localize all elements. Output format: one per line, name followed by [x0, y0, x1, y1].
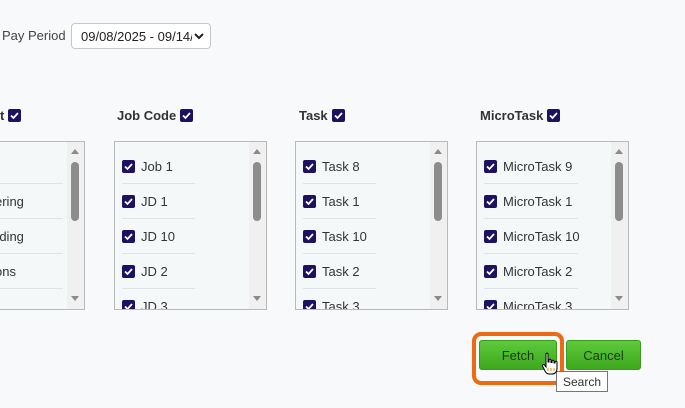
select-all-checkbox[interactable] [547, 109, 561, 122]
scrollbar-thumb[interactable] [615, 162, 623, 221]
scrollbar[interactable] [430, 142, 447, 309]
scrollbar-thumb[interactable] [71, 162, 79, 221]
item-checkbox[interactable] [484, 194, 497, 208]
chevron-down-icon [192, 27, 206, 45]
item-checkbox[interactable] [122, 159, 135, 173]
scrollbar[interactable] [249, 142, 266, 309]
list-item[interactable]: JD 3 [122, 289, 195, 309]
listbox-microtask[interactable]: MicroTask 9 MicroTask 1 MicroTask 10 Mic… [476, 141, 629, 310]
list-item[interactable]: Job 1 [122, 149, 195, 184]
group-title-0: t [0, 108, 22, 123]
group-title-label: MicroTask [480, 108, 544, 123]
cancel-button[interactable]: Cancel [566, 340, 641, 370]
scroll-down-arrow-icon[interactable] [615, 296, 623, 301]
item-checkbox[interactable] [303, 194, 316, 208]
item-checkbox[interactable] [122, 299, 135, 309]
select-all-checkbox[interactable] [8, 109, 22, 122]
pay-period-value: 09/08/2025 - 09/14/ [81, 29, 194, 44]
scroll-down-arrow-icon[interactable] [434, 296, 442, 301]
list-item[interactable]: JD 2 [122, 254, 195, 289]
scroll-up-arrow-icon[interactable] [434, 149, 442, 154]
list-item[interactable]: MicroTask 3 [484, 289, 578, 309]
pay-period-select[interactable]: 09/08/2025 - 09/14/ [71, 23, 211, 49]
fetch-highlight-box [472, 332, 564, 385]
scroll-down-arrow-icon[interactable] [253, 296, 261, 301]
group-title-job-code: Job Code [117, 108, 194, 123]
item-checkbox[interactable] [484, 229, 497, 243]
scrollbar-thumb[interactable] [253, 162, 261, 221]
list-item[interactable]: MicroTask 1 [484, 184, 578, 219]
listbox-0[interactable]: t ering rding ons [0, 141, 85, 310]
list-item[interactable]: Task 8 [303, 149, 376, 184]
item-checkbox[interactable] [303, 264, 316, 278]
list-item[interactable]: Task 3 [303, 289, 376, 309]
item-checkbox[interactable] [484, 264, 497, 278]
scroll-up-arrow-icon[interactable] [615, 149, 623, 154]
item-checkbox[interactable] [122, 229, 135, 243]
list-item[interactable]: MicroTask 9 [484, 149, 578, 184]
list-item[interactable]: ons [0, 254, 63, 289]
select-all-checkbox[interactable] [331, 109, 345, 122]
list-item[interactable]: MicroTask 10 [484, 219, 580, 254]
select-all-checkbox[interactable] [180, 109, 194, 122]
item-checkbox[interactable] [484, 159, 497, 173]
scroll-up-arrow-icon[interactable] [253, 149, 261, 154]
list-item[interactable]: Task 1 [303, 184, 376, 219]
pay-period-label: Pay Period [2, 28, 66, 43]
group-title-label: Job Code [117, 108, 177, 123]
hand-pointer-icon [541, 352, 559, 381]
item-checkbox[interactable] [122, 264, 135, 278]
item-checkbox[interactable] [122, 194, 135, 208]
listbox-job-code[interactable]: Job 1 JD 1 JD 10 JD 2 JD 3 [114, 141, 267, 310]
group-title-label: t [0, 108, 5, 123]
scroll-up-arrow-icon[interactable] [71, 149, 79, 154]
list-item[interactable]: t [0, 149, 63, 184]
list-item[interactable]: Task 2 [303, 254, 376, 289]
list-item[interactable]: rding [0, 219, 63, 254]
list-item[interactable]: JD 1 [122, 184, 195, 219]
list-item[interactable]: ering [0, 184, 63, 219]
item-checkbox[interactable] [303, 159, 316, 173]
scrollbar-thumb[interactable] [434, 162, 442, 221]
scroll-down-arrow-icon[interactable] [71, 296, 79, 301]
item-checkbox[interactable] [303, 229, 316, 243]
search-tooltip: Search [556, 371, 608, 392]
group-title-label: Task [299, 108, 328, 123]
item-checkbox[interactable] [484, 299, 497, 309]
list-item[interactable]: Task 10 [303, 219, 376, 254]
group-title-microtask: MicroTask [480, 108, 561, 123]
scrollbar[interactable] [67, 142, 84, 309]
list-item[interactable]: MicroTask 2 [484, 254, 578, 289]
item-checkbox[interactable] [303, 299, 316, 309]
list-item[interactable]: JD 10 [122, 219, 195, 254]
group-title-task: Task [299, 108, 345, 123]
scrollbar[interactable] [611, 142, 628, 309]
listbox-task[interactable]: Task 8 Task 1 Task 10 Task 2 Task 3 [295, 141, 448, 310]
